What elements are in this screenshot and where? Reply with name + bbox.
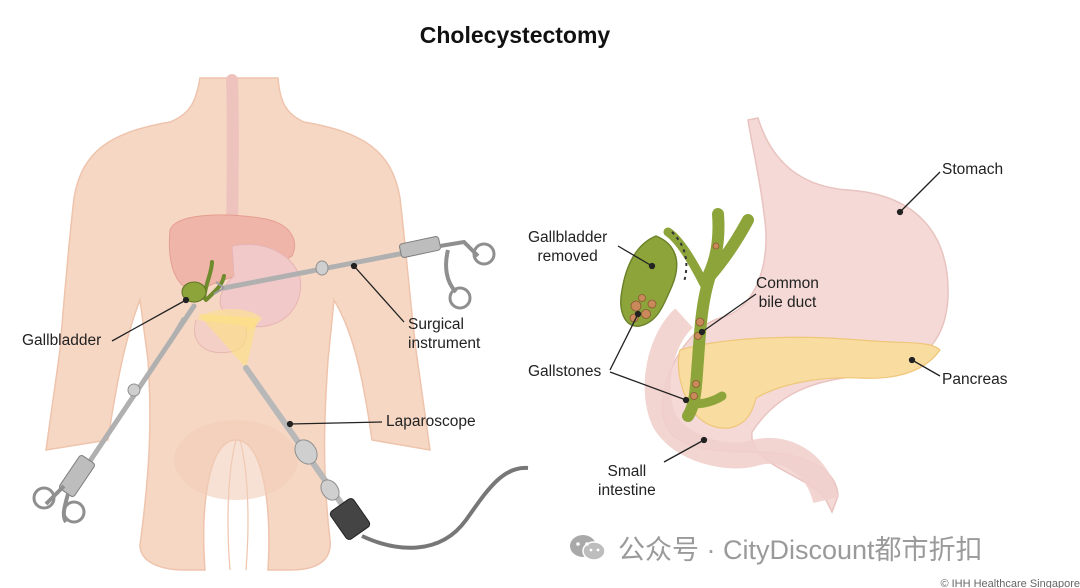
gallbladder-small <box>181 281 207 303</box>
duct-to-intestine <box>689 391 727 409</box>
label-gallbladder: Gallbladder <box>22 332 102 349</box>
cystic-duct <box>663 227 709 289</box>
wechat-icon <box>570 534 606 561</box>
watermark: 公众号 · CityDiscount都市折扣 <box>568 528 983 567</box>
laparoscope-light-beam <box>198 314 258 368</box>
watermark-text: 公众号 · CityDiscount都市折扣 <box>618 535 983 565</box>
surgical-instrument-shape <box>213 236 496 310</box>
label-gallstones: Gallstones <box>528 363 602 380</box>
diagram-title: Cholecystectomy <box>419 22 611 48</box>
second-instrument-shape <box>168 316 186 344</box>
label-pancreas: Pancreas <box>942 371 1008 388</box>
label-small-intestine: Small intestine <box>598 463 656 499</box>
laparoscope-shape <box>243 365 529 550</box>
label-surgical-instrument: Surgical instrument <box>408 316 481 352</box>
leader-lines <box>111 171 941 463</box>
small-intestine-large <box>644 308 839 504</box>
label-laparoscope: Laparoscope <box>386 413 476 430</box>
copyright-credit: © IHH Healthcare Singapore <box>940 578 1080 588</box>
label-common-bile-duct: Common bile duct <box>756 275 819 311</box>
gallstones-shape <box>629 242 720 400</box>
label-gallbladder-removed: Gallbladder removed <box>528 229 608 265</box>
stomach-small <box>219 244 302 328</box>
label-stomach: Stomach <box>942 161 1004 178</box>
